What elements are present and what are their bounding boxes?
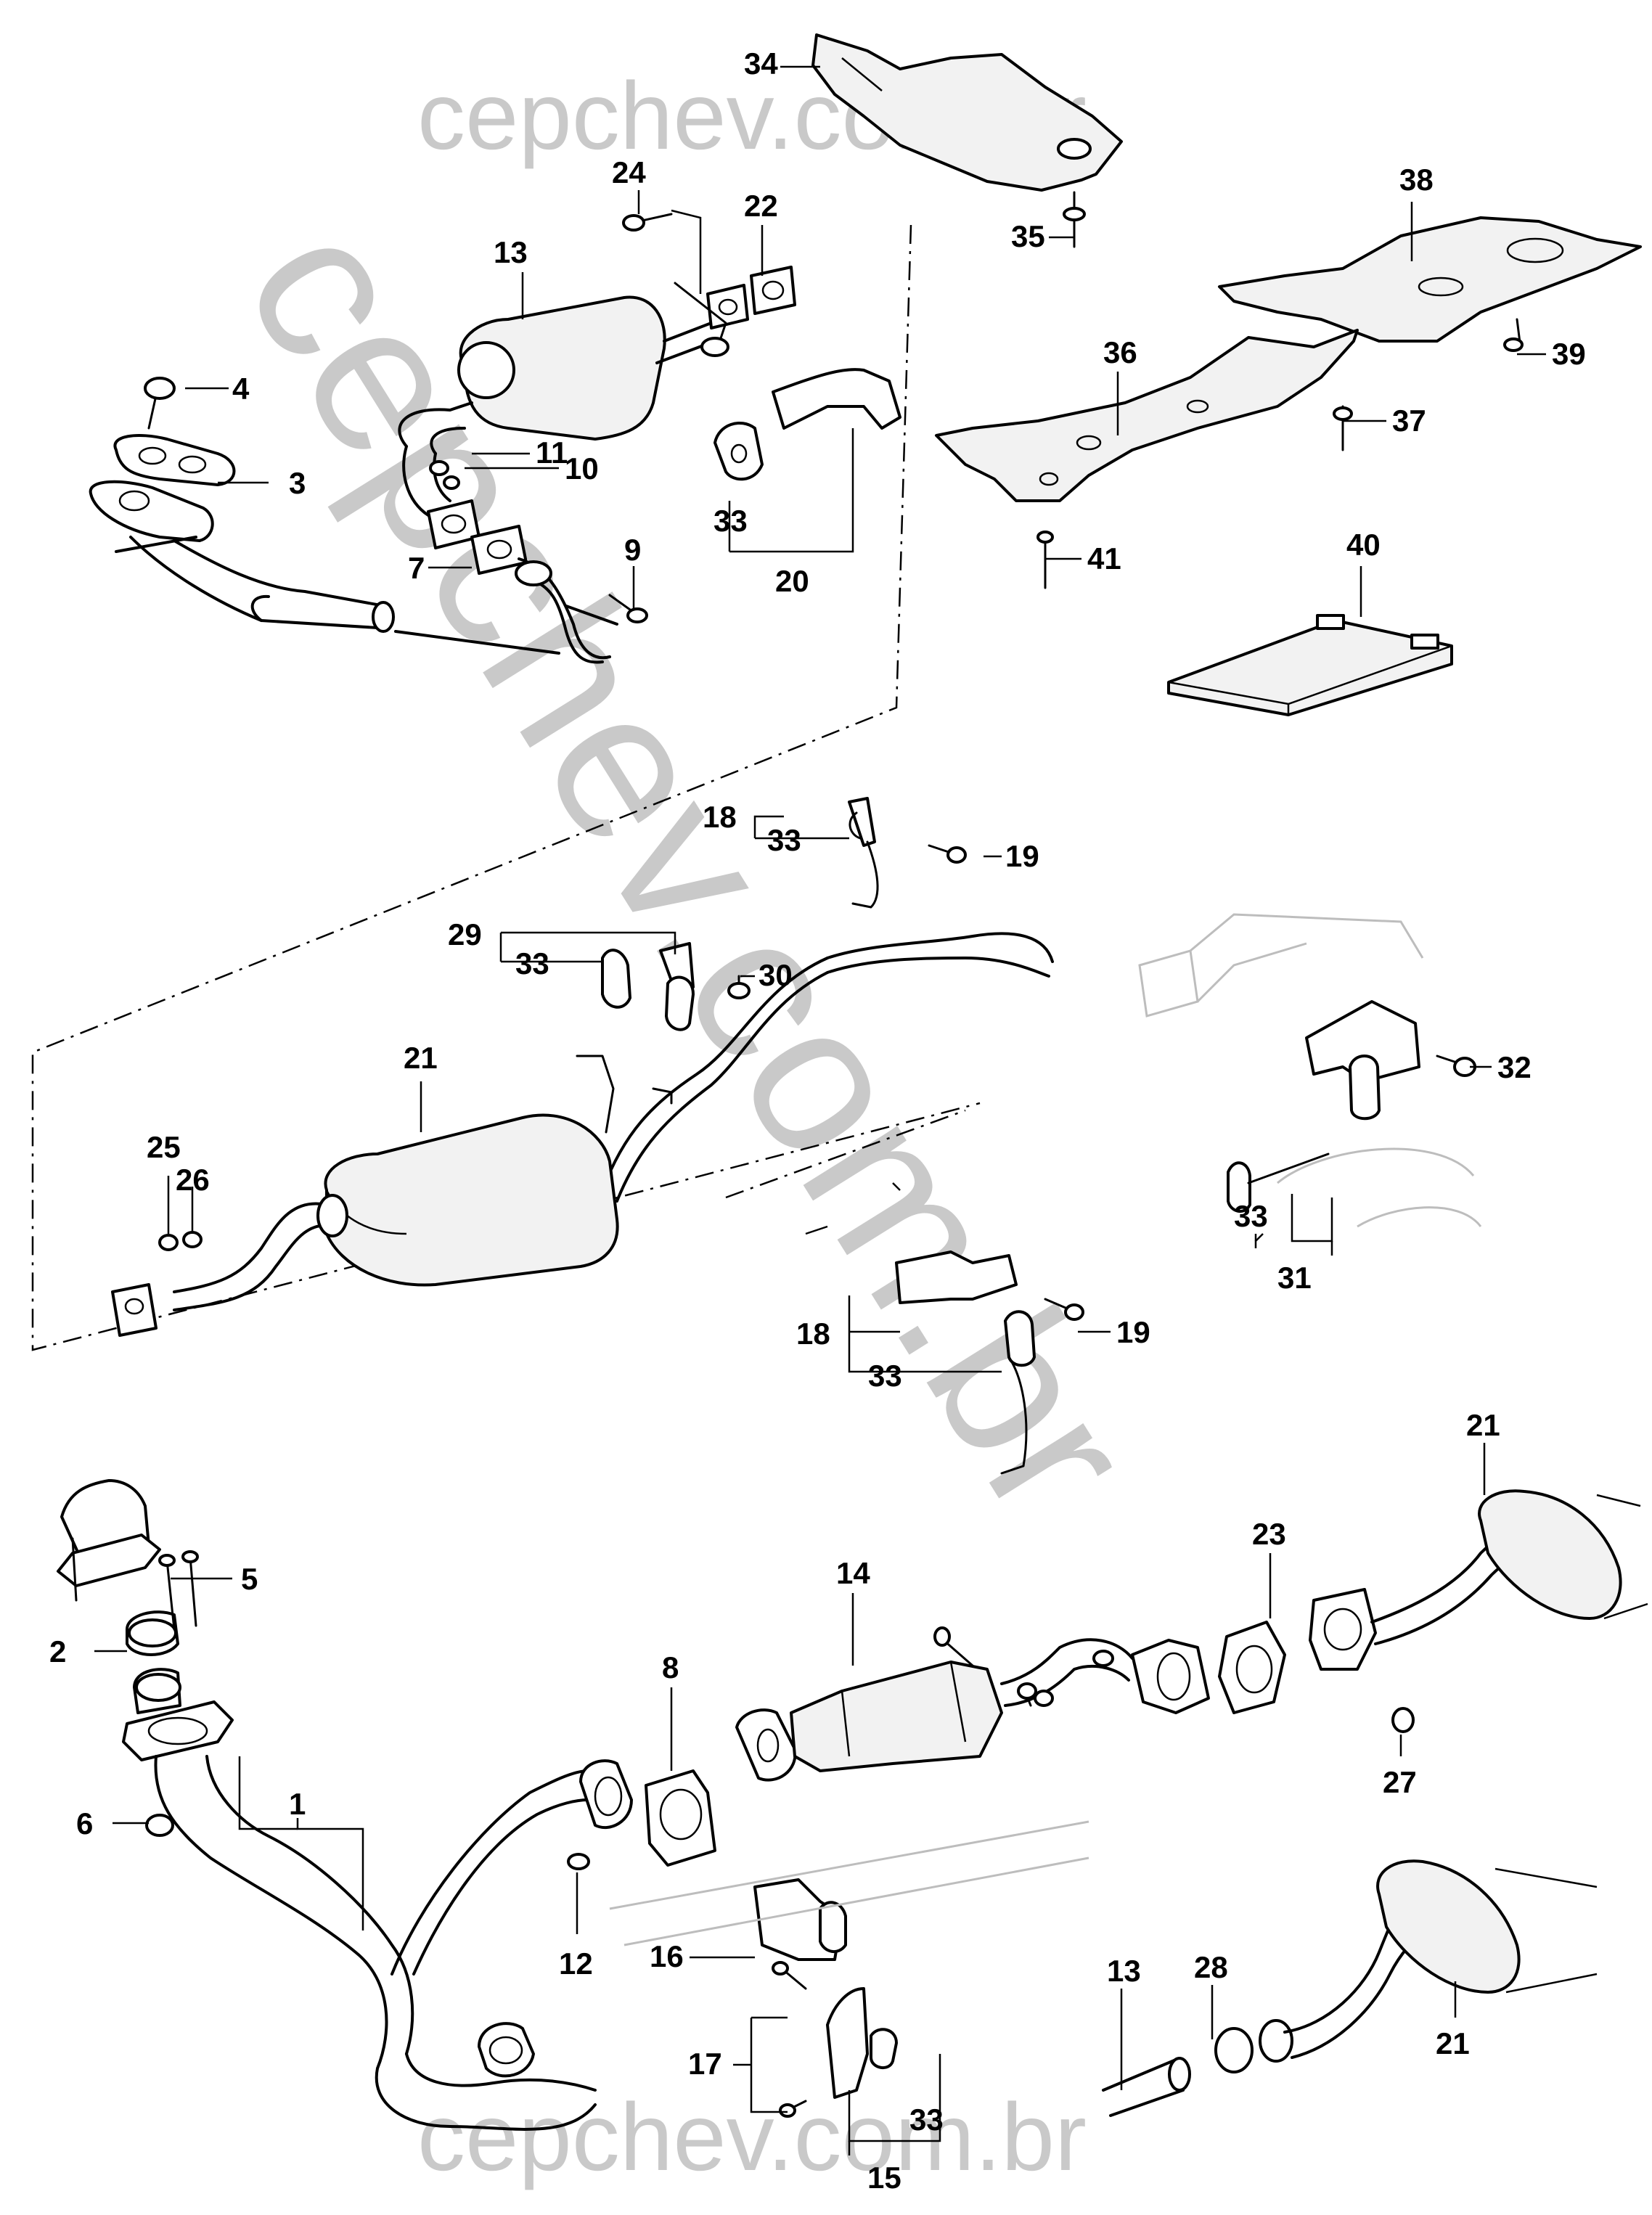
callout-10: 10 xyxy=(565,451,599,486)
callout-19-top: 19 xyxy=(1005,839,1039,873)
heat-shields xyxy=(811,33,1642,716)
callout-21-mid: 21 xyxy=(404,1041,438,1075)
callout-19-mid: 19 xyxy=(1116,1315,1150,1349)
callout-31: 31 xyxy=(1277,1261,1312,1295)
callout-24: 24 xyxy=(612,155,646,189)
callout-4: 4 xyxy=(232,372,250,406)
callout-18-mid: 18 xyxy=(796,1317,830,1351)
callout-33-a: 33 xyxy=(713,504,748,538)
callout-22: 22 xyxy=(744,189,778,223)
callout-5: 5 xyxy=(241,1562,258,1596)
callout-34: 34 xyxy=(744,46,778,81)
callout-17: 17 xyxy=(688,2047,722,2081)
exhaust-assembly-bottom xyxy=(57,1479,1648,2131)
front-pipe-assembly-top xyxy=(89,209,901,664)
callout-32: 32 xyxy=(1497,1050,1532,1084)
callout-15: 15 xyxy=(867,2161,901,2195)
callout-36: 36 xyxy=(1103,335,1137,369)
callout-35: 35 xyxy=(1011,219,1045,253)
leader-lines xyxy=(94,65,1546,2155)
callout-37: 37 xyxy=(1392,404,1426,438)
callout-33-e: 33 xyxy=(1234,1199,1268,1233)
callout-40: 40 xyxy=(1346,528,1381,562)
callout-1: 1 xyxy=(289,1787,306,1821)
callout-20: 20 xyxy=(775,564,809,598)
callout-9: 9 xyxy=(624,533,641,567)
callout-18-top: 18 xyxy=(703,800,737,834)
callout-30: 30 xyxy=(758,958,793,992)
callout-3: 3 xyxy=(289,466,306,500)
callout-23: 23 xyxy=(1252,1517,1286,1551)
callout-14: 14 xyxy=(836,1556,870,1590)
callout-26: 26 xyxy=(176,1163,210,1197)
callout-38: 38 xyxy=(1399,163,1434,197)
callout-33-d: 33 xyxy=(868,1359,902,1393)
callout-2: 2 xyxy=(49,1634,66,1669)
callout-25: 25 xyxy=(147,1130,181,1164)
callout-33-c: 33 xyxy=(515,946,549,980)
callout-33-b: 33 xyxy=(767,823,801,857)
callout-12: 12 xyxy=(559,1946,593,1981)
callout-33-f: 33 xyxy=(909,2103,944,2137)
callout-41: 41 xyxy=(1087,541,1121,576)
callout-27: 27 xyxy=(1383,1765,1417,1799)
callout-labels: 34 35 38 39 36 37 41 40 24 22 13 4 3 11 … xyxy=(49,46,1586,2195)
callout-21-top-right: 21 xyxy=(1466,1408,1500,1442)
callout-8: 8 xyxy=(662,1650,679,1684)
rear-muffler-assembly-middle xyxy=(111,797,1482,1475)
callout-6: 6 xyxy=(76,1806,93,1841)
callout-21-bottom-right: 21 xyxy=(1436,2026,1470,2060)
callout-11: 11 xyxy=(536,435,568,470)
callout-29: 29 xyxy=(448,917,482,951)
section-dividers xyxy=(31,224,981,1351)
callout-13-bottom: 13 xyxy=(1107,1954,1141,1988)
callout-39: 39 xyxy=(1552,337,1586,371)
callout-7: 7 xyxy=(408,551,425,585)
callout-28: 28 xyxy=(1194,1950,1228,1984)
callout-13-top: 13 xyxy=(494,235,528,269)
callout-16: 16 xyxy=(650,1939,684,1973)
